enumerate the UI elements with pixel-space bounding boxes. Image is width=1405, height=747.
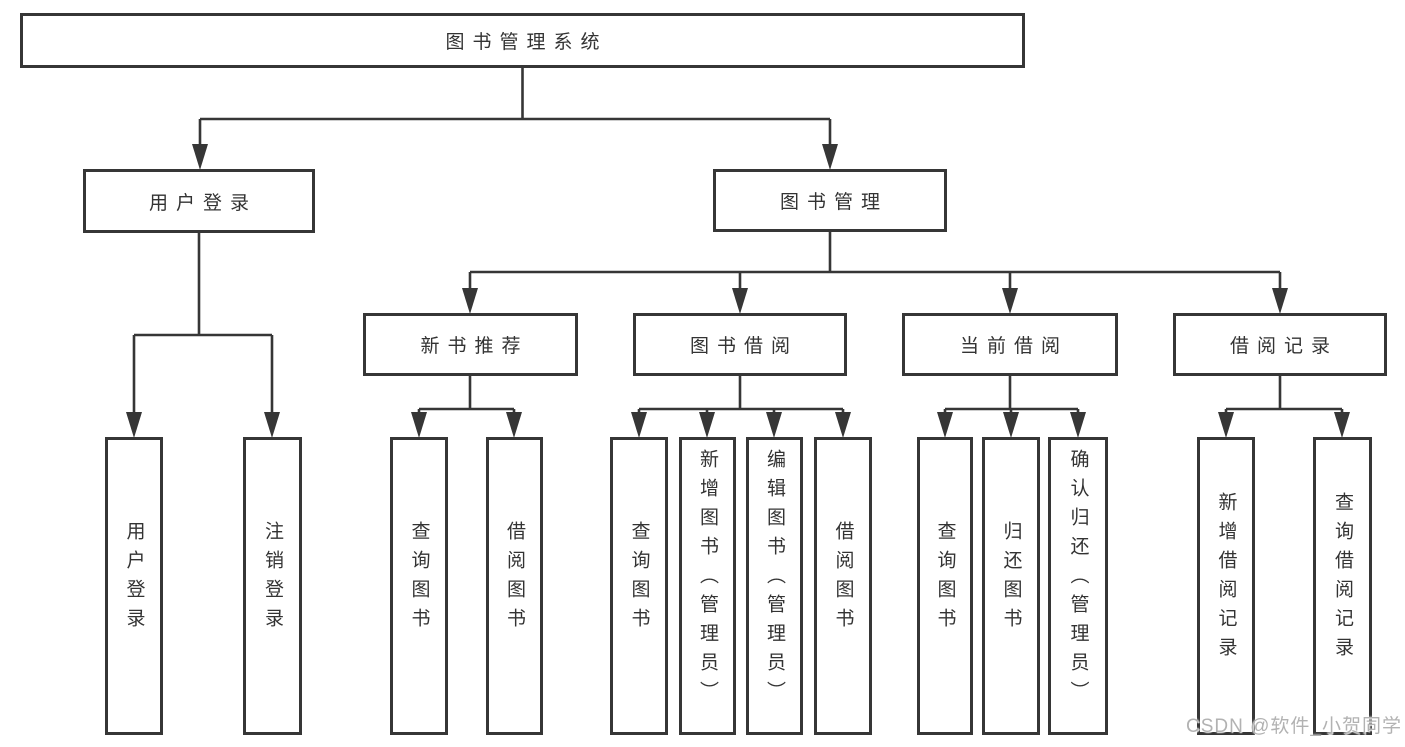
leaf-borrow-books: 借阅图书 [814,437,872,735]
leaf-query-books-borrow: 查询图书 [610,437,668,735]
leaf-user-login: 用户登录 [105,437,163,735]
leaf-logout: 注销登录 [243,437,302,735]
leaf-query-borrow-record: 查询借阅记录 [1313,437,1372,735]
arrowheads [126,144,1350,438]
leaf-query-books-recommend: 查询图书 [390,437,448,735]
node-label: 借阅图书 [832,521,854,637]
node-label: 当前借阅 [959,336,1068,357]
node-label: 编辑图书（管理员） [764,448,785,710]
leaf-add-borrow-record: 新增借阅记录 [1197,437,1255,735]
node-book-borrowing: 图书借阅 [633,313,847,376]
leaf-borrow-books-recommend: 借阅图书 [486,437,543,735]
node-borrowing-records: 借阅记录 [1173,313,1387,376]
leaf-query-books-current: 查询图书 [917,437,973,735]
node-new-book-recommendation: 新书推荐 [363,313,578,376]
leaf-return-books: 归还图书 [982,437,1040,735]
leaf-add-books-admin: 新增图书（管理员） [679,437,736,735]
node-label: 查询图书 [408,521,430,637]
node-label: 图书管理 [779,192,888,213]
watermark: CSDN @软件_小贺同学 [1186,716,1402,737]
node-label: 图书借阅 [689,336,798,357]
node-label: 查询图书 [934,521,956,637]
node-user-login: 用户登录 [83,169,315,233]
node-label: 图书管理系统 [445,32,608,53]
node-book-management: 图书管理 [713,169,947,232]
node-label: 借阅记录 [1229,336,1338,357]
node-label: 新书推荐 [420,336,529,357]
node-label: 归还图书 [1000,521,1022,637]
node-label: 注销登录 [262,521,283,637]
node-label: 用户登录 [123,521,145,637]
node-label: 新增借阅记录 [1215,492,1237,666]
node-label: 查询借阅记录 [1332,492,1353,666]
node-label: 借阅图书 [504,521,525,637]
node-label: 新增图书（管理员） [697,448,718,710]
node-label: 用户登录 [148,192,257,214]
leaf-confirm-return-admin: 确认归还（管理员） [1048,437,1108,735]
leaf-edit-books-admin: 编辑图书（管理员） [746,437,803,735]
node-current-borrowing: 当前借阅 [902,313,1118,376]
node-label: 查询图书 [628,521,650,637]
node-label: 确认归还（管理员） [1067,448,1089,710]
node-library-management-system: 图书管理系统 [20,13,1025,68]
